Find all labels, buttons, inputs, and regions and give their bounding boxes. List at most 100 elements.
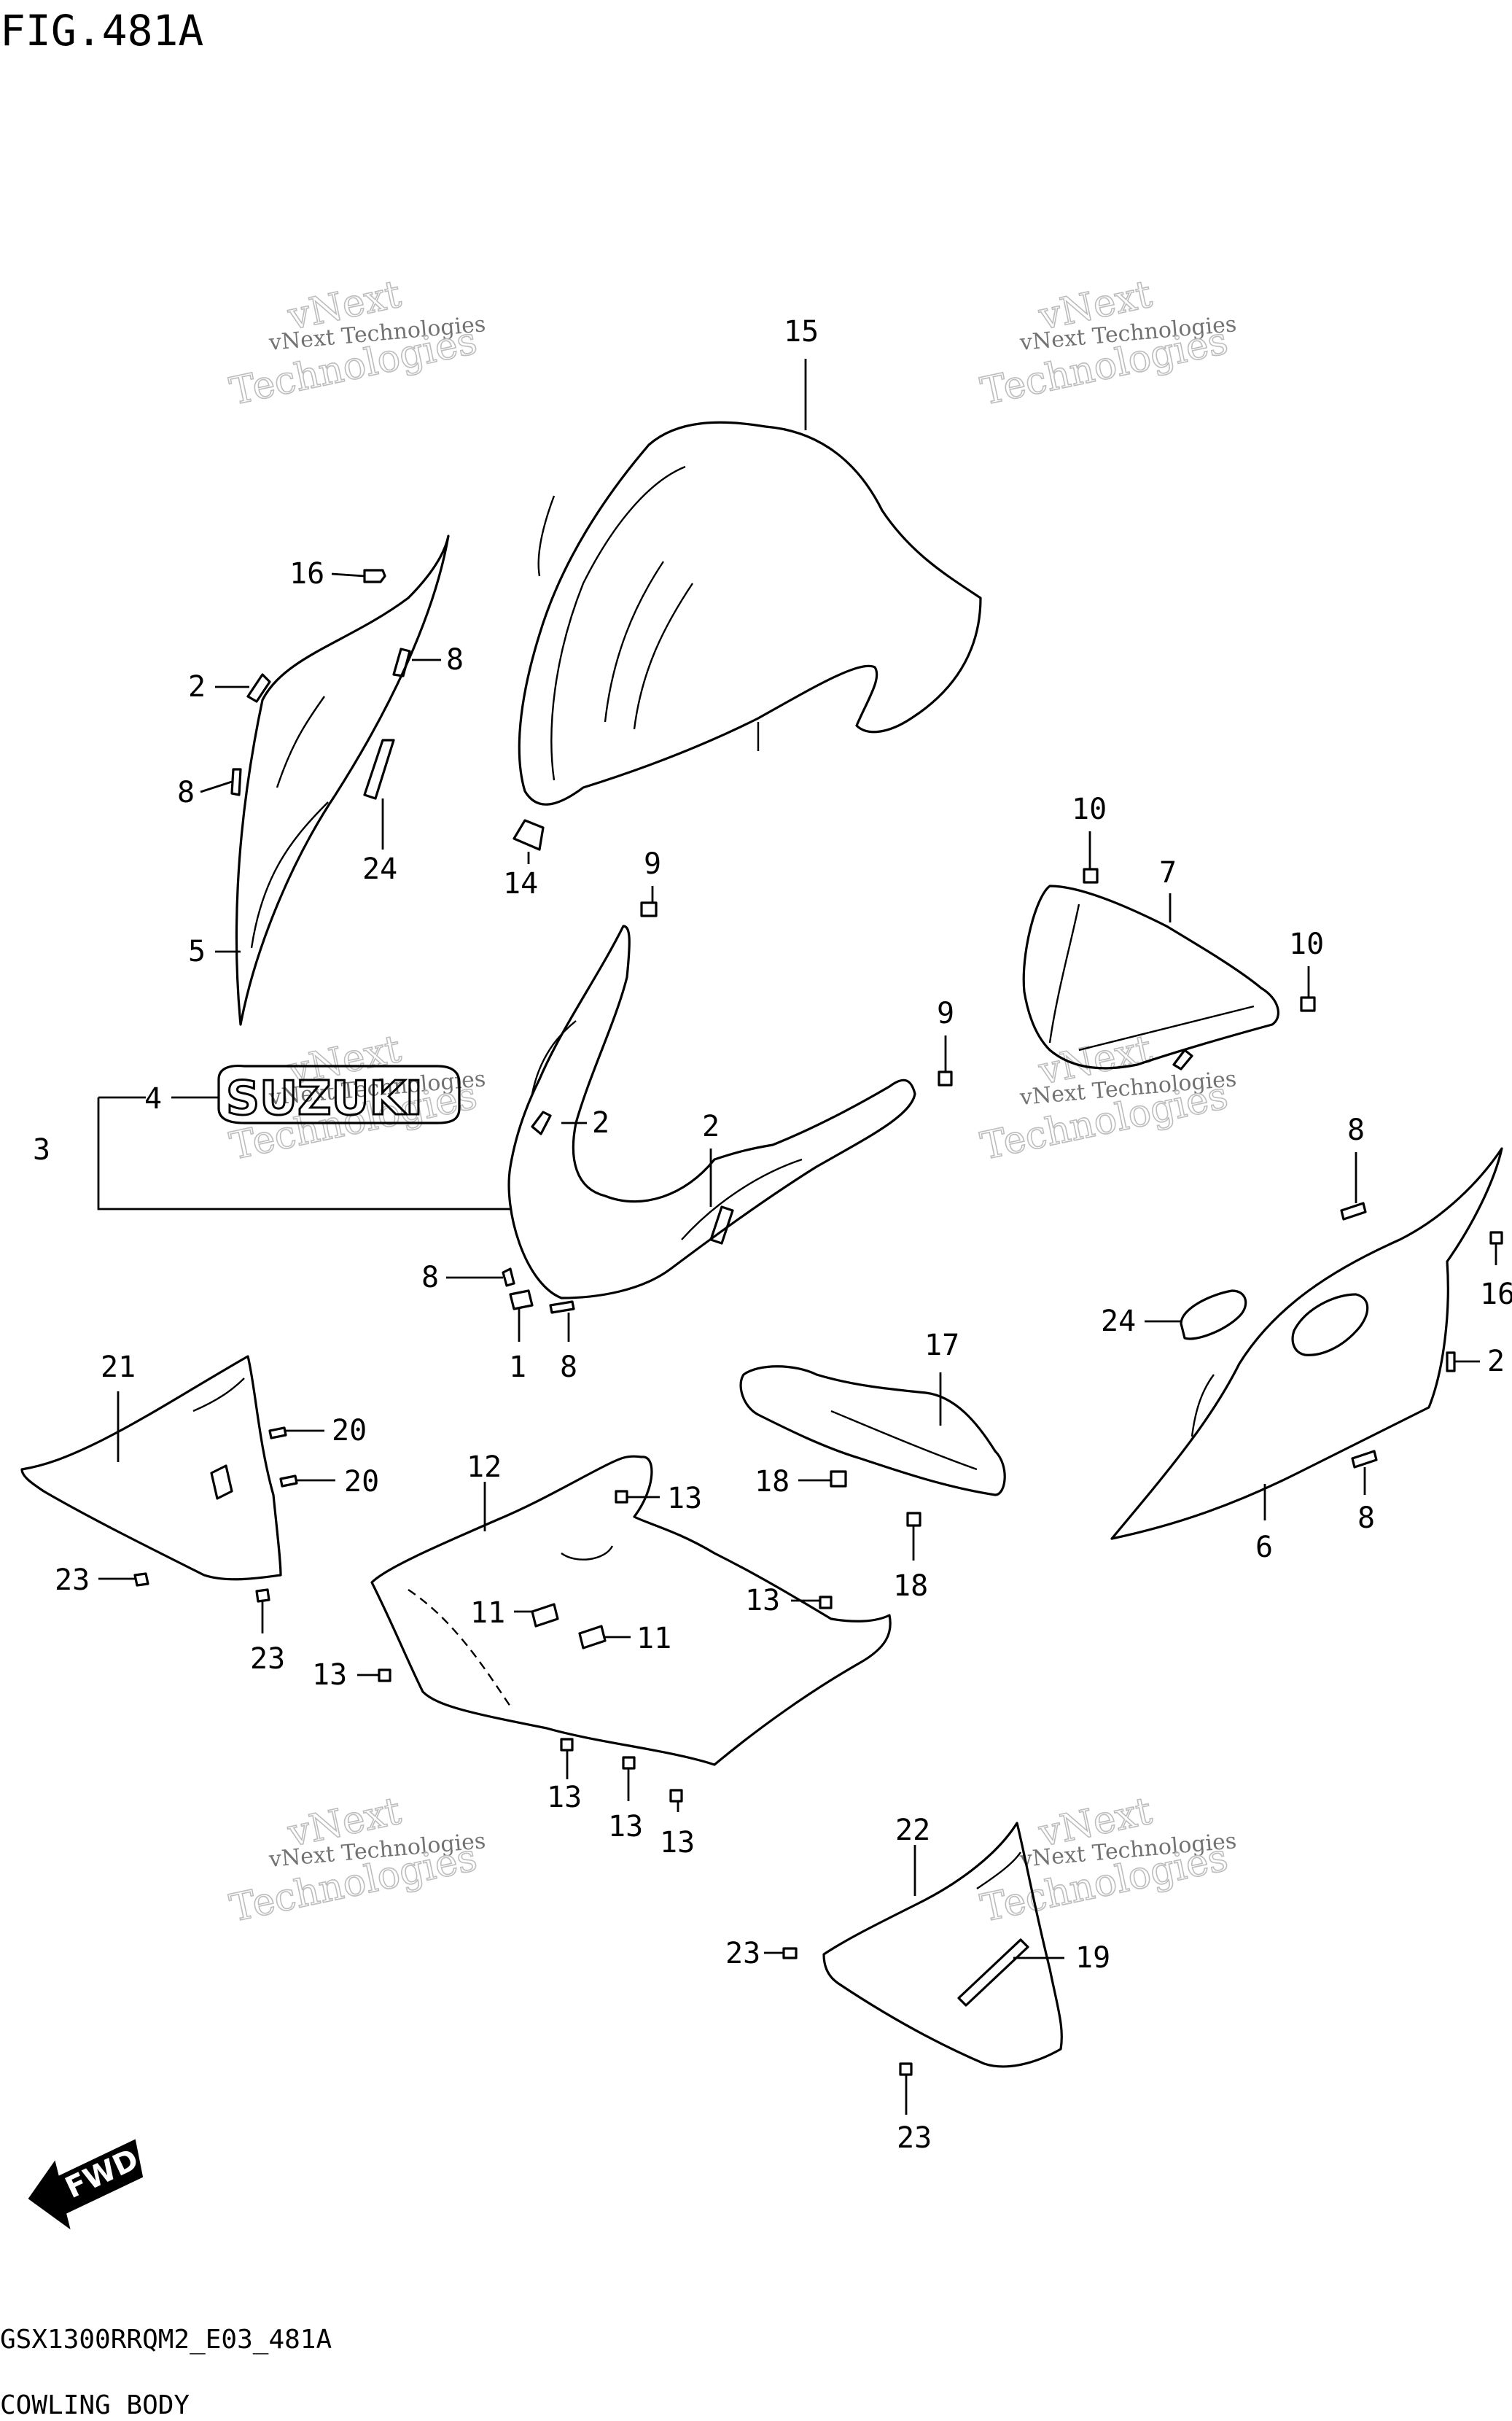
callout-8: 8 xyxy=(1357,1501,1375,1535)
callout-23: 23 xyxy=(55,1563,90,1597)
clip-8-left-lower xyxy=(230,768,242,796)
screw-18-right xyxy=(906,1512,921,1527)
callout-24: 24 xyxy=(362,852,397,886)
callout-1: 1 xyxy=(509,1351,526,1384)
screw-10-top xyxy=(1083,868,1099,884)
watermark-bottom-right: vNext Technologies vNext Technologies xyxy=(976,1789,1237,1932)
callout-17: 17 xyxy=(924,1329,959,1362)
bracket-3-4 xyxy=(97,1097,510,1210)
clip-8-cowl-bottom xyxy=(549,1300,575,1314)
callout-4: 4 xyxy=(144,1082,162,1116)
callout-10: 10 xyxy=(1072,793,1107,826)
watermark-top-right: vNext Technologies vNext Technologies xyxy=(976,272,1237,415)
callout-18: 18 xyxy=(755,1465,790,1499)
callout-2: 2 xyxy=(1487,1345,1505,1378)
callout-13: 13 xyxy=(608,1810,643,1843)
callout-13: 13 xyxy=(312,1658,347,1692)
callout-3: 3 xyxy=(33,1133,50,1167)
part-under-cowl xyxy=(370,1455,892,1766)
callout-22: 22 xyxy=(895,1814,930,1847)
fwd-arrow-icon: FWD xyxy=(28,2139,144,2230)
screw-13-bottom-a xyxy=(560,1738,574,1752)
screw-16-right xyxy=(1489,1231,1503,1245)
clip-11-upper xyxy=(531,1603,559,1628)
callout-8: 8 xyxy=(446,643,464,677)
callout-8: 8 xyxy=(1347,1114,1365,1147)
clip-11-lower xyxy=(578,1625,607,1649)
suzuki-logo-text: SUZUKI xyxy=(226,1072,423,1126)
watermark-mid-right: vNext Technologies vNext Technologies xyxy=(976,1027,1237,1170)
callout-9: 9 xyxy=(937,997,954,1030)
callout-20: 20 xyxy=(344,1465,379,1499)
screw-9-top xyxy=(640,901,658,917)
figure-caption: COWLING BODY xyxy=(0,2390,190,2420)
callout-21: 21 xyxy=(101,1351,136,1384)
callout-2: 2 xyxy=(188,670,206,704)
part-clip-14 xyxy=(513,819,545,851)
callout-6: 6 xyxy=(1255,1531,1273,1564)
part-windscreen xyxy=(518,421,982,806)
screw-18-left xyxy=(830,1470,847,1488)
screw-10-right xyxy=(1300,996,1316,1012)
callout-14: 14 xyxy=(503,867,538,901)
screw-23-right-lower xyxy=(899,2062,913,2076)
clip-20-upper xyxy=(268,1426,287,1439)
clip-8-cowl-left xyxy=(502,1267,515,1287)
callout-13: 13 xyxy=(660,1826,695,1860)
clip-20-lower xyxy=(279,1474,298,1488)
watermark-bottom-left: vNext Technologies vNext Technologies xyxy=(225,1789,486,1932)
callout-2: 2 xyxy=(702,1110,720,1143)
callout-12: 12 xyxy=(467,1450,502,1484)
screw-13-bottom-b xyxy=(622,1756,636,1770)
part-front-cowl xyxy=(507,925,916,1299)
part-24-grommet xyxy=(1180,1289,1247,1340)
callout-9: 9 xyxy=(644,847,661,881)
screw-13-right xyxy=(819,1596,833,1609)
callout-7: 7 xyxy=(1159,856,1177,890)
screw-23-left-lower xyxy=(255,1588,270,1603)
screw-16-left xyxy=(363,569,386,583)
callout-23: 23 xyxy=(250,1642,285,1676)
suzuki-emblem: SUZUKI xyxy=(217,1064,461,1127)
leader-lines xyxy=(98,359,1497,2115)
callout-5: 5 xyxy=(188,935,206,968)
screw-13-left xyxy=(378,1668,391,1682)
part-inner-panel-left xyxy=(235,535,450,1026)
screw-23-right-upper xyxy=(782,1947,798,1959)
callout-23: 23 xyxy=(897,2121,932,2155)
watermark-top-left: vNext Technologies vNext Technologies xyxy=(225,272,486,415)
screw-13-bottom-c xyxy=(669,1789,683,1803)
callout-19: 19 xyxy=(1075,1941,1110,1975)
callout-13: 13 xyxy=(667,1482,702,1515)
part-inner-upper-panel xyxy=(1022,885,1279,1070)
figure-title: FIG.481A xyxy=(0,6,203,55)
clip-1 xyxy=(509,1289,534,1310)
callout-13: 13 xyxy=(547,1781,582,1814)
callout-16: 16 xyxy=(289,557,324,591)
clip-8-left-upper xyxy=(392,648,411,677)
callout-8: 8 xyxy=(177,776,195,809)
screw-13-upper xyxy=(615,1490,628,1504)
callout-13: 13 xyxy=(745,1584,780,1617)
callout-16: 16 xyxy=(1480,1278,1512,1311)
screw-23-left xyxy=(133,1572,149,1587)
part-bracket-17 xyxy=(739,1365,1006,1496)
callout-20: 20 xyxy=(332,1414,367,1447)
clip-2-right xyxy=(1446,1351,1456,1372)
callout-23: 23 xyxy=(725,1937,760,1970)
part-lower-panel-left xyxy=(20,1355,282,1581)
screw-9-right xyxy=(938,1070,953,1087)
clip-2-left xyxy=(246,673,271,703)
callout-18: 18 xyxy=(893,1569,928,1603)
callout-15: 15 xyxy=(784,315,819,349)
callout-8: 8 xyxy=(421,1261,439,1294)
callout-11: 11 xyxy=(636,1622,671,1655)
callout-24: 24 xyxy=(1101,1305,1136,1338)
callout-2: 2 xyxy=(592,1106,609,1140)
part-lower-panel-right xyxy=(822,1822,1063,2068)
clip-8-right-upper xyxy=(1340,1202,1367,1221)
model-code: GSX1300RRQM2_E03_481A xyxy=(0,2325,332,2355)
callout-8: 8 xyxy=(560,1351,577,1384)
part-side-cowl-right xyxy=(1110,1147,1503,1540)
callout-11: 11 xyxy=(470,1596,505,1630)
